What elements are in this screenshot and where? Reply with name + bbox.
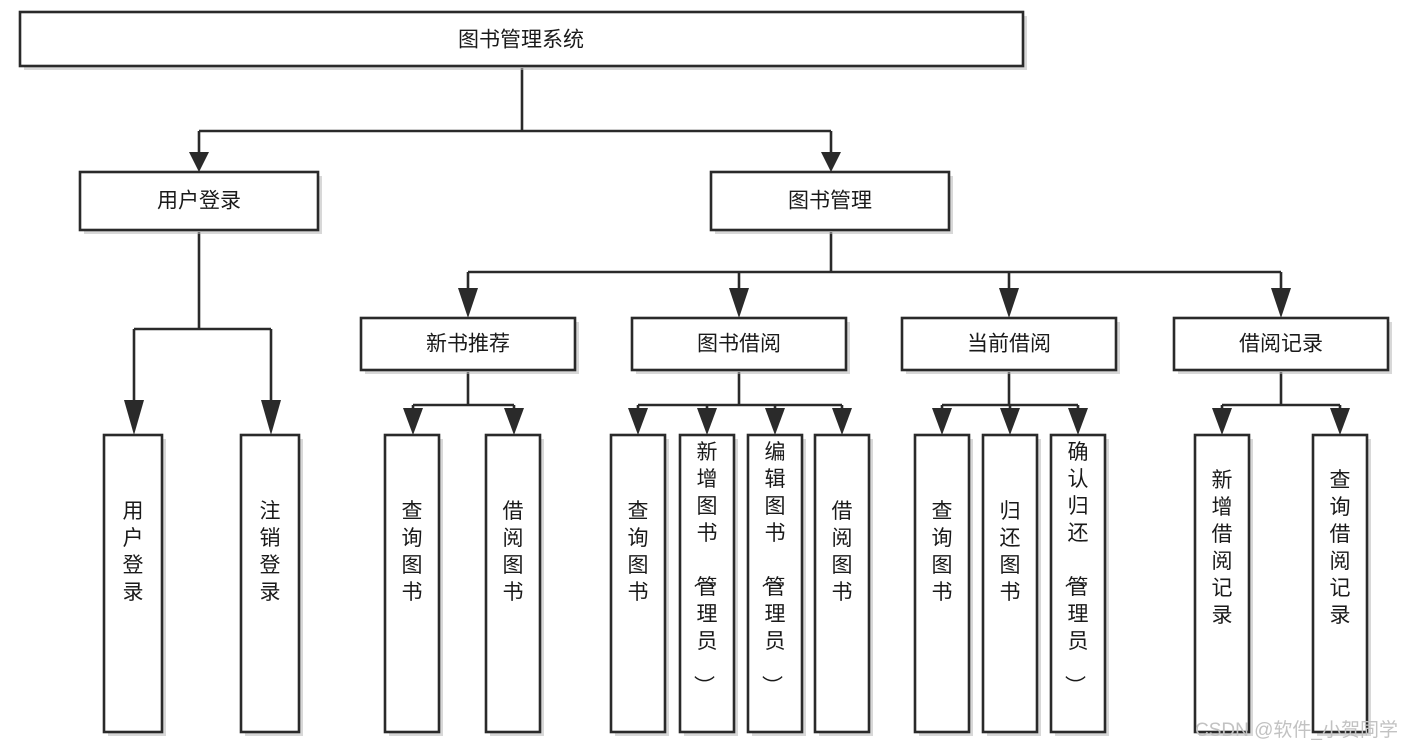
leaf-logout-box	[239, 433, 301, 734]
borrow-record-label: 借阅记录	[1239, 333, 1323, 356]
node-leaf-add-borrow-record[interactable]: 新增借阅记录	[1193, 433, 1253, 736]
leaf-confirm-return-label: 确认归还（管理员）	[1063, 441, 1089, 696]
leaf-q1-box	[383, 433, 441, 734]
node-user-login[interactable]: 用户登录	[78, 170, 322, 234]
arrow-leaf-borrow-book-1	[504, 408, 524, 435]
node-leaf-user-login[interactable]: 用户登录	[102, 433, 166, 736]
arrow-leaf-confirm-return	[1068, 408, 1088, 435]
node-root[interactable]: 图书管理系统	[18, 10, 1027, 70]
current-borrow-label: 当前借阅	[967, 333, 1051, 356]
csdn-watermark: CSDN @软件_小贺同学	[1195, 719, 1398, 741]
arrow-leaf-add-borrow-record	[1212, 408, 1232, 435]
arrow-borrow-record	[1271, 288, 1291, 318]
node-leaf-return-book[interactable]: 归还图书	[981, 433, 1041, 736]
leaf-borrow-book-2-label: 借阅图书	[832, 500, 853, 604]
book-manage-box	[709, 170, 951, 232]
node-leaf-confirm-return[interactable]: 确认归还（管理员）	[1049, 433, 1109, 736]
node-book-manage[interactable]: 图书管理	[709, 170, 953, 234]
book-borrow-label: 图书借阅	[697, 333, 781, 356]
user-login-box	[78, 170, 320, 232]
node-leaf-borrow-book-2[interactable]: 借阅图书	[813, 433, 873, 736]
leaf-b1-box	[484, 433, 542, 734]
leaf-add-borrow-record-label: 新增借阅记录	[1212, 469, 1233, 627]
node-book-borrow[interactable]: 图书借阅	[630, 316, 850, 374]
arrow-leaf-query-book-3	[932, 408, 952, 435]
root-label: 图书管理系统	[458, 29, 584, 52]
node-leaf-query-book-2[interactable]: 查询图书	[609, 433, 669, 736]
node-leaf-borrow-book-1[interactable]: 借阅图书	[484, 433, 544, 736]
leaf-confirm-return-box	[1049, 433, 1107, 734]
leaf-user-login-box	[102, 433, 164, 734]
arrow-leaf-logout-login	[261, 400, 281, 435]
new-book-box	[359, 316, 577, 372]
leaf-user-login-label: 用户登录	[123, 500, 144, 604]
root-box	[18, 10, 1025, 68]
current-borrow-box	[900, 316, 1118, 372]
leaf-edit-book-box	[746, 433, 804, 734]
arrow-current-borrow	[999, 288, 1019, 318]
leaf-query-borrow-record-label: 查询借阅记录	[1330, 469, 1351, 627]
arrow-new-book-recommend	[458, 288, 478, 318]
leaf-return-book-label: 归还图书	[1000, 500, 1021, 604]
book-borrow-box	[630, 316, 848, 372]
leaf-q3-box	[913, 433, 971, 734]
arrow-leaf-query-borrow-record	[1330, 408, 1350, 435]
leaf-return-book-box	[981, 433, 1039, 734]
leaf-query-book-1-label: 查询图书	[402, 500, 423, 604]
leaf-query-book-3-label: 查询图书	[932, 500, 953, 604]
node-leaf-edit-book[interactable]: 编辑图书（管理员）	[746, 433, 806, 736]
node-leaf-query-book-3[interactable]: 查询图书	[913, 433, 973, 736]
node-leaf-logout-login[interactable]: 注销登录	[239, 433, 303, 736]
arrow-leaf-user-login	[124, 400, 144, 435]
arrow-book-manage	[821, 152, 841, 172]
leaf-query-record-box	[1311, 433, 1369, 734]
leaf-add-book-label: 新增图书（管理员）	[692, 441, 718, 696]
borrow-record-box	[1172, 316, 1390, 372]
user-login-label: 用户登录	[157, 190, 241, 213]
arrow-leaf-query-book-2	[628, 408, 648, 435]
arrow-book-borrow	[729, 288, 749, 318]
connector-layer	[124, 68, 1350, 435]
node-borrow-record[interactable]: 借阅记录	[1172, 316, 1392, 374]
node-leaf-query-borrow-record[interactable]: 查询借阅记录	[1311, 433, 1371, 736]
arrow-user-login	[189, 152, 209, 172]
arrow-leaf-add-book	[697, 408, 717, 435]
leaf-query-book-2-label: 查询图书	[628, 500, 649, 604]
leaf-add-book-box	[678, 433, 736, 734]
arrow-leaf-edit-book	[765, 408, 785, 435]
leaf-borrow-book-1-label: 借阅图书	[503, 500, 524, 604]
leaf-q2-box	[609, 433, 667, 734]
new-book-recommend-label: 新书推荐	[426, 333, 510, 356]
node-current-borrow[interactable]: 当前借阅	[900, 316, 1120, 374]
node-leaf-add-book[interactable]: 新增图书（管理员）	[678, 433, 738, 736]
leaf-edit-book-label: 编辑图书（管理员）	[760, 441, 786, 696]
book-manage-label: 图书管理	[788, 190, 872, 213]
node-leaf-query-book-1[interactable]: 查询图书	[383, 433, 443, 736]
node-new-book-recommend[interactable]: 新书推荐	[359, 316, 579, 374]
arrow-leaf-return-book	[1000, 408, 1020, 435]
leaf-add-record-box	[1193, 433, 1251, 734]
leaf-b2-box	[813, 433, 871, 734]
arrow-leaf-query-book-1	[403, 408, 423, 435]
leaf-logout-login-label: 注销登录	[260, 500, 281, 604]
arrow-leaf-borrow-book-2	[832, 408, 852, 435]
